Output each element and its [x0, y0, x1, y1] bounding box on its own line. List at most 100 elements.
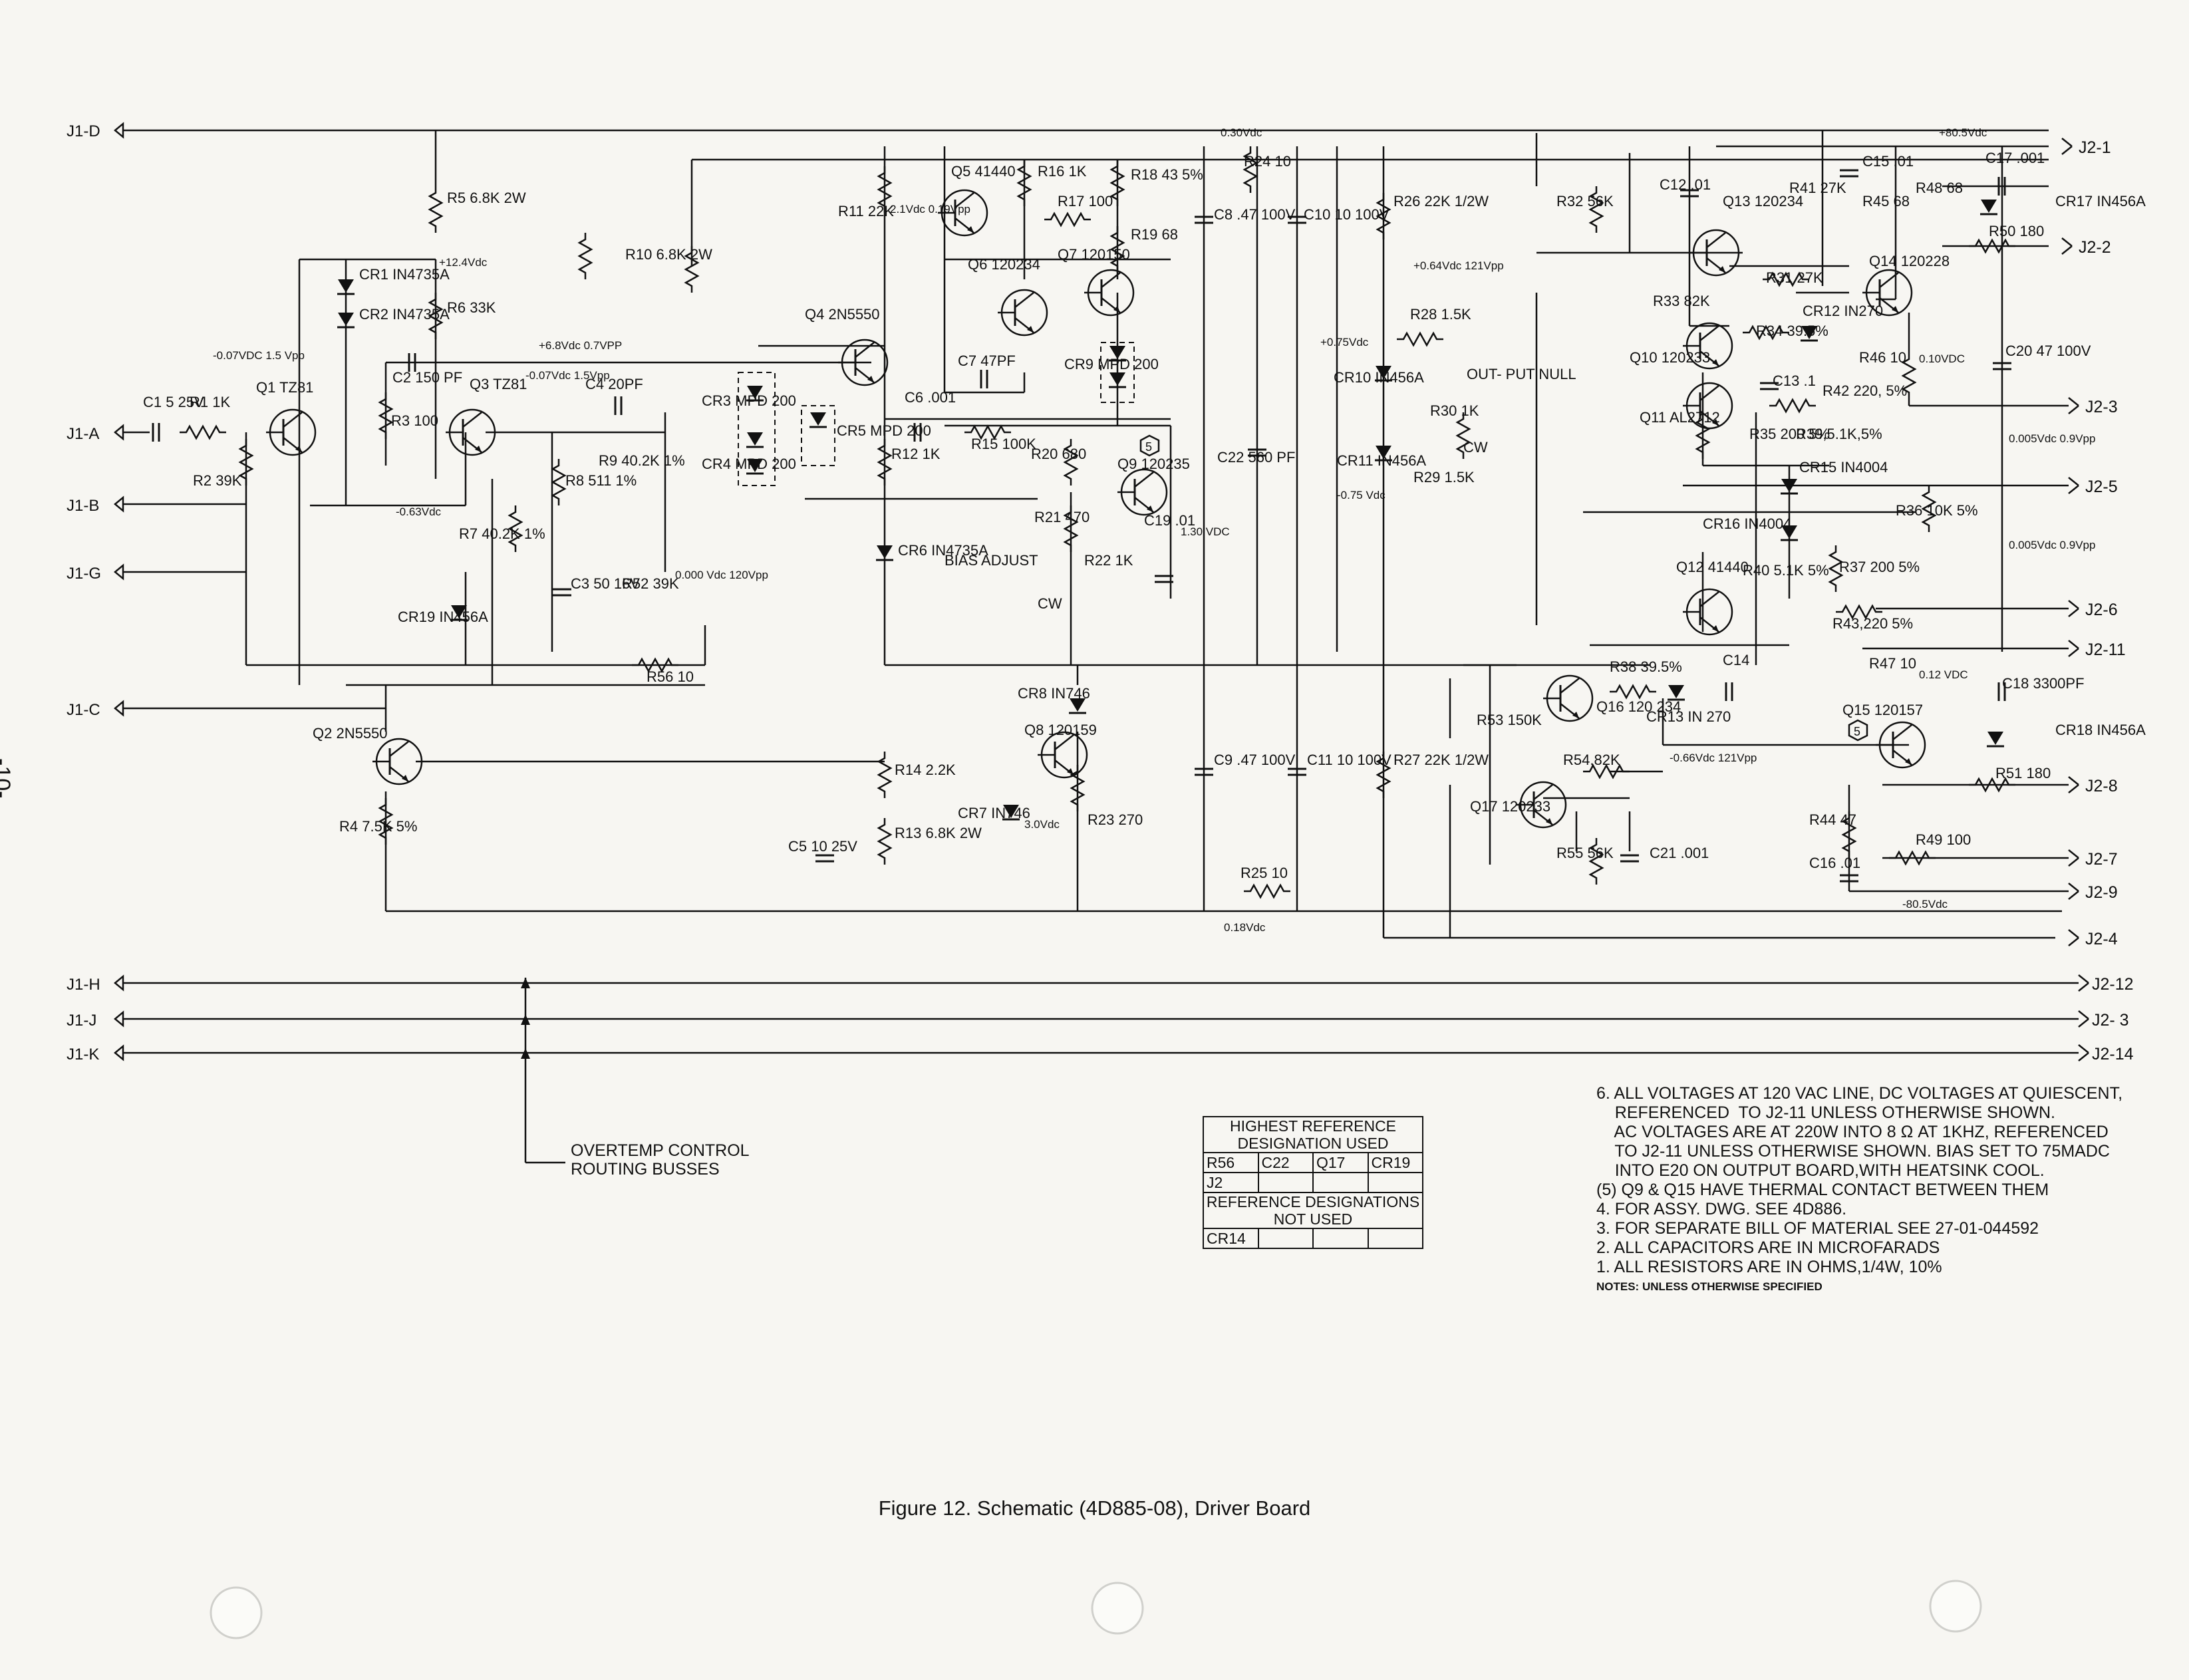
label-r13: R13 6.8K 2W	[895, 825, 982, 841]
label-cr18: CR18 IN456A	[2055, 722, 2146, 738]
conn-j1-j: J1-J	[67, 1012, 96, 1030]
conn-j2-5: J2-5	[2085, 478, 2118, 496]
ref-cell	[1259, 1229, 1314, 1248]
label-r15: R15 100K	[971, 436, 1036, 452]
label-r39: R39,5.1K,5%	[1796, 426, 1882, 442]
label-cr4: CR4 MPD 200	[702, 456, 796, 472]
label-r56: R56 10	[647, 668, 694, 685]
label-r7: R7 40.2K 1%	[459, 525, 545, 542]
ref-cell	[1369, 1229, 1423, 1248]
label-q13: Q13 120234	[1723, 193, 1803, 210]
voltage-v19: 0.18Vdc	[1224, 921, 1266, 934]
conn-j2-7: J2-7	[2085, 850, 2118, 869]
voltage-labels: -0.07VDC 1.5 Vpp +12.4Vdc +6.8Vdc 0.7VPP…	[213, 126, 2095, 934]
voltage-v9: +0.64Vdc 121Vpp	[1413, 259, 1504, 272]
label-cr12: CR12 IN270	[1803, 303, 1883, 319]
connector-lines-left	[114, 122, 2079, 1164]
label-r48: R48 68	[1916, 180, 1963, 196]
label-r14: R14 2.2K	[895, 762, 956, 778]
label-q3: Q3 TZ81	[470, 376, 527, 392]
label-c13: C13 .1	[1773, 372, 1816, 389]
label-r32: R32 56K	[1556, 193, 1614, 210]
label-c10: C10 10 100V	[1304, 206, 1389, 223]
thermal-tag-q9: 5	[1145, 440, 1152, 454]
voltage-v8: 0.30Vdc	[1221, 126, 1262, 139]
label-r37: R37 200 5%	[1839, 559, 1920, 575]
voltage-v4: -0.07Vdc 1.5Vpp	[525, 369, 610, 382]
label-cr9: CR9 MPD 200	[1064, 356, 1159, 372]
thermal-tags	[1139, 434, 1868, 742]
conn-j2-12: J2-12	[2092, 975, 2134, 994]
note-line: 3. FOR SEPARATE BILL OF MATERIAL SEE 27-…	[1596, 1219, 2039, 1238]
label-r19: R19 68	[1131, 226, 1178, 243]
label-r2: R2 39K	[193, 472, 242, 489]
conn-j1-a: J1-A	[67, 425, 99, 443]
label-c3: C3 50 16V	[571, 575, 640, 592]
cw-label-bias: CW	[1038, 595, 1062, 612]
label-cr16: CR16 IN4004	[1703, 515, 1791, 532]
conn-j2-3: J2-3	[2085, 398, 2118, 416]
label-c15: C15 .01	[1862, 153, 1914, 170]
label-r35: R35 200 5%	[1749, 426, 1830, 442]
label-q8: Q8 120159	[1024, 722, 1097, 738]
label-q7: Q7 120150	[1058, 246, 1130, 263]
label-r28: R28 1.5K	[1410, 306, 1471, 323]
label-c6: C6 .001	[905, 389, 956, 406]
voltage-v14: 0.005Vdc 0.9Vpp	[2009, 432, 2095, 445]
conn-j1-k: J1-K	[67, 1046, 99, 1063]
label-r22: R22 1K	[1084, 552, 1133, 569]
label-r8: R8 511 1%	[565, 472, 637, 489]
label-cr3: CR3 MPD 200	[702, 392, 796, 409]
conn-j2-1: J2-1	[2079, 138, 2111, 157]
label-cr8: CR8 IN746	[1018, 685, 1090, 702]
conn-j2-6: J2-6	[2085, 601, 2118, 619]
label-r11: R11 22K	[838, 203, 894, 219]
output-null-label: OUT- PUT NULL	[1467, 366, 1576, 382]
ref-cell	[1369, 1173, 1423, 1192]
ref-table-not-used-title: REFERENCE DESIGNATIONS NOT USED	[1204, 1193, 1422, 1229]
voltage-v11: -0.75 Vdc	[1337, 489, 1386, 501]
voltage-v12: +80.5Vdc	[1939, 126, 1987, 139]
voltage-v15: 0.005Vdc 0.9Vpp	[2009, 539, 2095, 551]
note-line: TO J2-11 UNLESS OTHERWISE SHOWN. BIAS SE…	[1596, 1142, 2110, 1161]
label-c2: C2 150 PF	[392, 369, 462, 386]
voltage-v18: -80.5Vdc	[1902, 898, 1948, 910]
conn-j2-8: J2-8	[2085, 777, 2118, 795]
label-r45: R45 68	[1862, 193, 1910, 210]
label-q11: Q11 AL2712	[1640, 409, 1720, 426]
label-r16: R16 1K	[1038, 163, 1087, 180]
ref-table-title: HIGHEST REFERENCE DESIGNATION USED	[1204, 1117, 1422, 1153]
thermal-tag-q15: 5	[1854, 725, 1860, 738]
connector-arrows-right	[2061, 138, 2089, 1061]
conn-j2-9: J2-9	[2085, 883, 2118, 902]
label-c11: C11 10 100V	[1307, 752, 1391, 768]
conn-j2-11: J2-11	[2085, 640, 2126, 659]
ref-cell: R56	[1204, 1153, 1259, 1172]
label-r43: R43,220 5%	[1832, 615, 1913, 632]
label-c18: C18 3300PF	[2002, 675, 2085, 692]
conn-j1-d: J1-D	[67, 122, 100, 140]
note-line: AC VOLTAGES ARE AT 220W INTO 8 Ω AT 1KHZ…	[1596, 1123, 2109, 1141]
label-r6: R6 33K	[447, 299, 496, 316]
label-r52: R52 39K	[622, 575, 679, 592]
label-cr2: CR2 IN4735A	[359, 306, 450, 323]
ref-table-row-used: R56 C22 Q17 CR19	[1204, 1153, 1422, 1173]
conn-j1-g: J1-G	[67, 565, 101, 583]
label-r36: R36 10K 5%	[1896, 502, 1978, 519]
ref-cell: CR19	[1371, 1154, 1411, 1171]
label-c1: C1 5 25V	[143, 394, 204, 410]
reference-designation-table: HIGHEST REFERENCE DESIGNATION USED R56 C…	[1203, 1116, 1423, 1249]
label-cr15: CR15 IN4004	[1799, 459, 1888, 476]
label-r31: R31 27K	[1766, 269, 1823, 286]
note-line: 2. ALL CAPACITORS ARE IN MICROFARADS	[1596, 1238, 1940, 1257]
label-r10: R10 6.8K 2W	[625, 246, 712, 263]
label-r9: R9 40.2K 1%	[599, 452, 685, 469]
label-r5: R5 6.8K 2W	[447, 190, 526, 206]
label-r21: R21 470	[1034, 509, 1090, 525]
label-r25: R25 10	[1240, 865, 1288, 881]
voltage-v16: 0.12 VDC	[1919, 668, 1968, 681]
label-r51: R51 180	[1995, 765, 2051, 781]
label-r3: R3 100	[391, 412, 438, 429]
note-line: 1. ALL RESISTORS ARE IN OHMS,1/4W, 10%	[1596, 1258, 1942, 1276]
label-c4: C4 20PF	[585, 376, 643, 392]
